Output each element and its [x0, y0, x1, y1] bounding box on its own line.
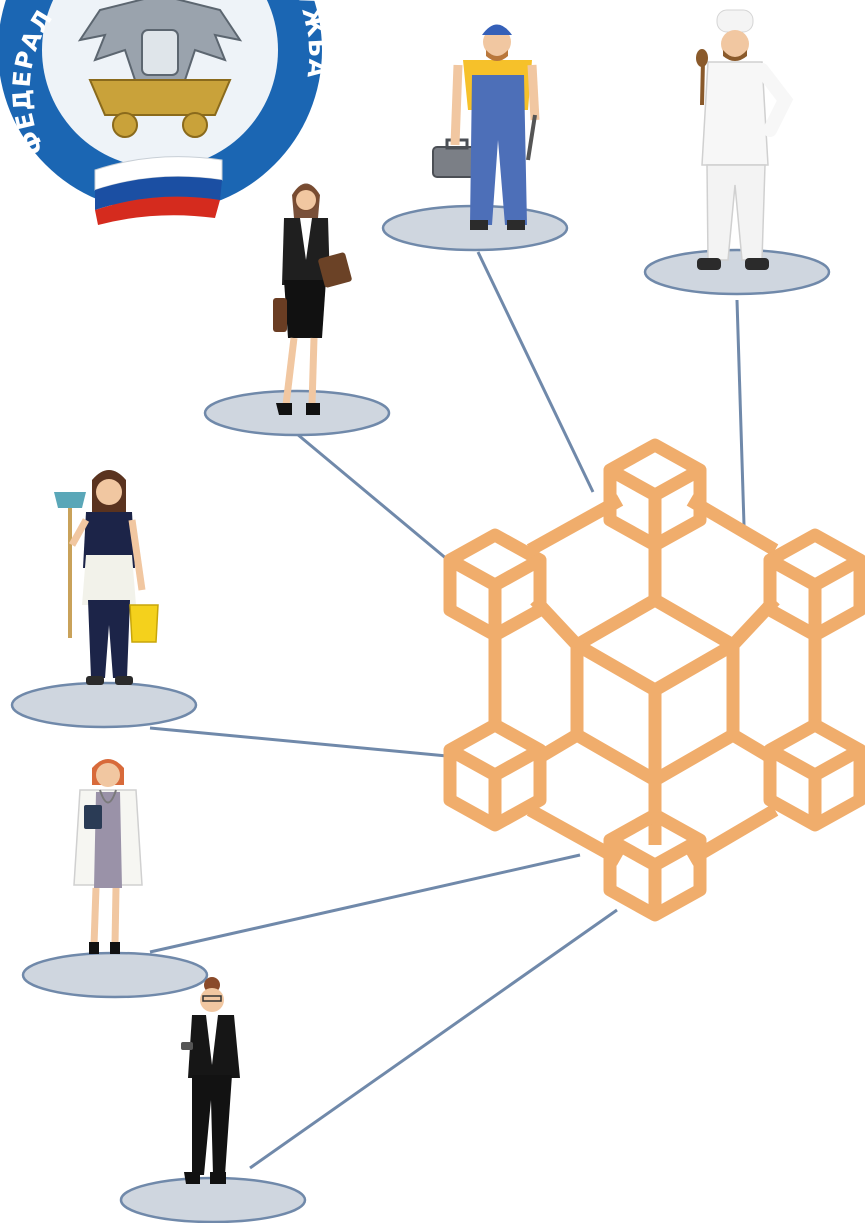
tax-service-emblem: ФЕДЕРАЛ СЛУЖБА	[0, 0, 330, 225]
eagle-icon	[77, 0, 243, 138]
worker-icon	[432, 24, 540, 230]
platform-cleaner	[10, 681, 198, 729]
connector-worker	[476, 251, 595, 493]
platform-businesswoman	[203, 389, 391, 437]
platforms	[10, 204, 831, 1223]
doctor-icon	[73, 759, 143, 954]
platform-doctor	[21, 951, 209, 999]
chef-icon	[696, 9, 794, 270]
platform-chef	[643, 248, 831, 296]
office-woman-icon	[181, 977, 240, 1184]
connector-lines	[149, 251, 746, 1170]
cleaner-icon	[54, 470, 159, 685]
connector-office-woman	[249, 908, 618, 1170]
connector-businesswoman	[296, 432, 449, 562]
connector-cleaner	[149, 726, 448, 758]
platform-office-woman	[119, 1176, 307, 1223]
connector-chef	[735, 299, 746, 526]
connector-doctor	[149, 853, 581, 954]
russian-flag-icon	[94, 156, 223, 225]
blockchain-cubes-icon	[443, 438, 865, 922]
businesswoman-icon	[273, 183, 352, 415]
